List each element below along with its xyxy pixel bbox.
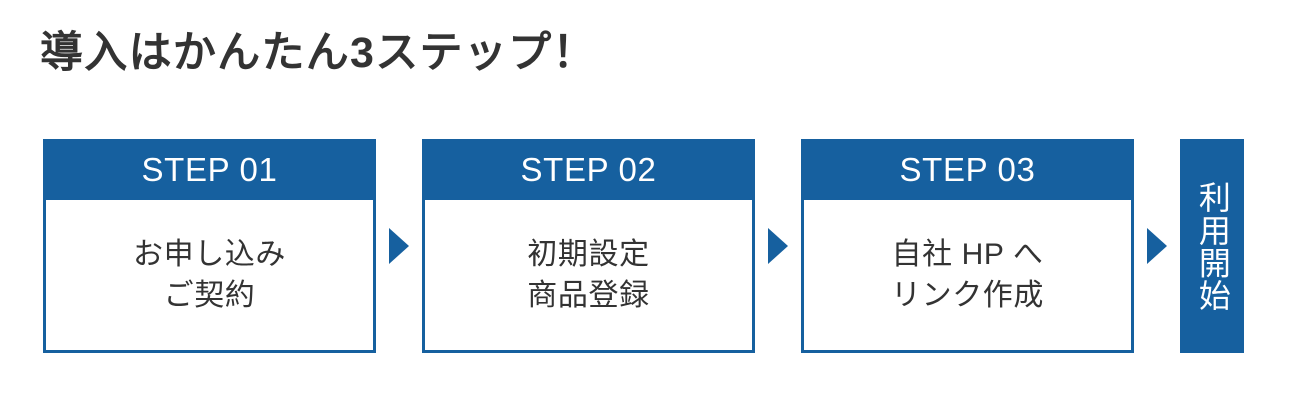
step-card-body-line-2: ご契約: [163, 279, 256, 312]
step-card-header-01: STEP 01: [43, 139, 376, 200]
step-card-02: STEP 02 初期設定 商品登録: [422, 139, 755, 353]
triangle-right-icon: [388, 228, 410, 264]
step-card-03: STEP 03 自社 HP へ リンク作成: [801, 139, 1134, 353]
step-card-header-02: STEP 02: [422, 139, 755, 200]
step-card-body-line-1: 自社 HP へ: [891, 237, 1044, 271]
triangle-right-icon: [767, 228, 789, 264]
step-card-body-line-2: 商品登録: [527, 279, 650, 312]
step-card-body-line-1: 初期設定: [527, 237, 650, 271]
step-card-body-01: お申し込み ご契約: [43, 200, 376, 353]
flow-arrow-3: [1134, 139, 1180, 353]
step-card-header-03: STEP 03: [801, 139, 1134, 200]
steps-flow: STEP 01 お申し込み ご契約 STEP 02 初期設定 商品登録 STEP…: [43, 139, 1254, 353]
step-card-body-03: 自社 HP へ リンク作成: [801, 200, 1134, 353]
step-card-01: STEP 01 お申し込み ご契約: [43, 139, 376, 353]
final-badge-label: 利用開始: [1194, 180, 1231, 312]
flow-arrow-1: [376, 139, 422, 353]
triangle-right-icon: [1146, 228, 1168, 264]
page-title: 導入はかんたん3ステップ！: [40, 29, 597, 77]
step-card-body-line-1: お申し込み: [133, 237, 286, 271]
step-card-body-02: 初期設定 商品登録: [422, 200, 755, 353]
flow-arrow-2: [755, 139, 801, 353]
final-badge: 利用開始: [1180, 139, 1244, 353]
step-card-body-line-2: リンク作成: [891, 279, 1044, 312]
